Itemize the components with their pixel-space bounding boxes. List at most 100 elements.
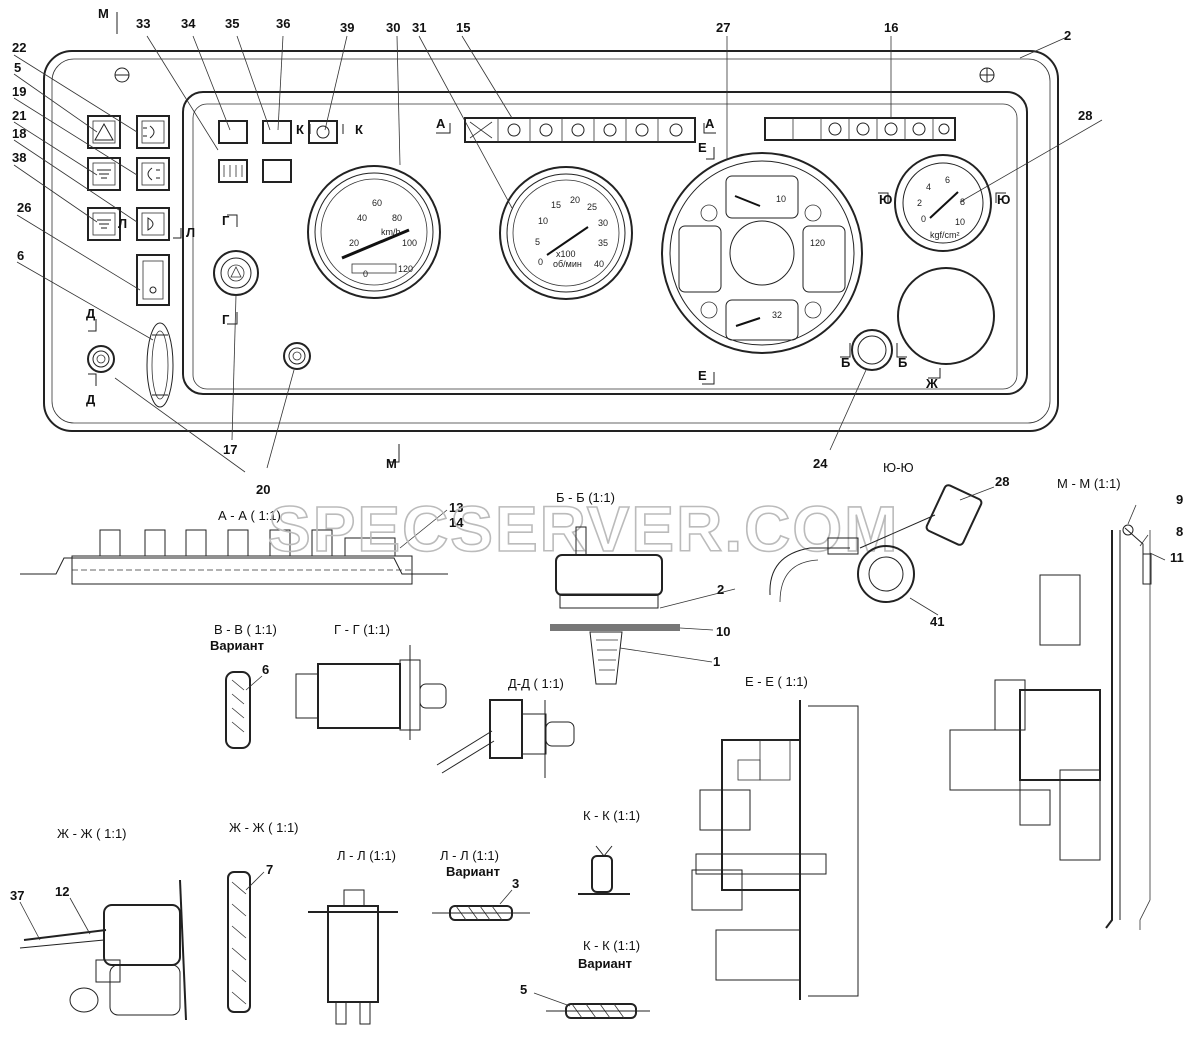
callout-number: 1 [713, 654, 720, 669]
callout-number: 18 [12, 126, 26, 141]
callout-number: 5 [14, 60, 21, 75]
section-letter: Д [86, 392, 96, 407]
ring-knob-24 [851, 329, 893, 371]
speedometer-tick: 80 [392, 213, 402, 223]
hazard-switch [87, 115, 121, 149]
tachometer-tick: 10 [538, 216, 548, 226]
gauge-cluster-value: 120 [810, 238, 825, 248]
section-title: М - М (1:1) [1057, 476, 1121, 491]
section-kk-2: К - К (1:1) Вариант 5 [520, 938, 650, 1019]
section-title: А - А ( 1:1) [218, 508, 281, 523]
section-dd: Д-Д ( 1:1) [436, 676, 575, 778]
tachometer-tick: 5 [535, 237, 540, 247]
section-vv: В - В ( 1:1) Вариант 6 [210, 622, 277, 749]
callout-number: 5 [520, 982, 527, 997]
fog-light-switch [136, 115, 170, 149]
section-bb: Б - Б (1:1) 2 10 1 [550, 490, 736, 685]
tachometer-tick: 15 [551, 200, 561, 210]
callout-number: 12 [55, 884, 69, 899]
section-letter: А [436, 116, 446, 131]
callout-number: 2 [717, 582, 724, 597]
mounting-screw-left [114, 67, 130, 83]
section-letter: Ю [879, 192, 892, 207]
section-letter: Б [898, 355, 907, 370]
section-markers [88, 12, 1006, 463]
callout-number: 37 [10, 888, 24, 903]
section-ee: Е - Е ( 1:1) [691, 674, 859, 1000]
callout-number: 35 [225, 16, 239, 31]
section-title: Д-Д ( 1:1) [508, 676, 564, 691]
beacon-switch [87, 207, 121, 241]
tachometer-unit: x100 [556, 249, 576, 259]
section-letter: Д [86, 306, 96, 321]
section-aa: А - А ( 1:1) 13 14 [20, 500, 464, 585]
callout-number: 11 [1170, 550, 1184, 565]
section-title: Б - Б (1:1) [556, 490, 615, 505]
section-gg: Г - Г (1:1) [295, 622, 447, 740]
callout-number: 28 [1078, 108, 1092, 123]
tachometer-tick: 40 [594, 259, 604, 269]
section-letter: Л [118, 216, 127, 231]
callout-number: 27 [716, 20, 730, 35]
section-letter: К [296, 122, 304, 137]
speedometer-unit: km/h [381, 227, 401, 237]
tachometer-tick: 35 [598, 238, 608, 248]
pressure-tick: 10 [955, 217, 965, 227]
speedometer-tick: 60 [372, 198, 382, 208]
tachometer-unit: об/мин [553, 259, 582, 269]
callout-number: 9 [1176, 492, 1183, 507]
blank-gauge-plug [897, 267, 995, 365]
callout-number: 34 [181, 16, 196, 31]
section-ll-2: Л - Л (1:1) Вариант 3 [432, 848, 530, 921]
callout-number: 15 [456, 20, 470, 35]
gauge-cluster-value: 10 [776, 194, 786, 204]
callout-number: 26 [17, 200, 31, 215]
pressure-tick: 6 [945, 175, 950, 185]
tachometer-tick: 0 [538, 257, 543, 267]
rear-fog-switch [136, 157, 170, 191]
knob-center [283, 342, 311, 370]
warning-lamp-round [213, 250, 259, 296]
tachometer-tick: 30 [598, 218, 608, 228]
speedometer-tick: 20 [349, 238, 359, 248]
callout-number: 41 [930, 614, 944, 629]
speedometer-tick: 120 [398, 264, 413, 274]
mounting-screw-right [979, 67, 995, 83]
pressure-tick: 4 [926, 182, 931, 192]
callout-number: 39 [340, 20, 354, 35]
watermark: SPECSERVER.COM [268, 493, 899, 565]
work-light-switch [87, 157, 121, 191]
section-title: Л - Л (1:1) [337, 848, 396, 863]
section-letter: Ю [997, 192, 1010, 207]
warning-lamp-strip-15 [464, 117, 696, 143]
pressure-tick: 8 [960, 197, 965, 207]
section-title: Ж - Ж ( 1:1) [229, 820, 299, 835]
left-switch-block [87, 115, 170, 306]
callout-number: 8 [1176, 524, 1183, 539]
section-subtitle: Вариант [578, 956, 632, 971]
callout-number: 28 [995, 474, 1009, 489]
callout-number: 7 [266, 862, 273, 877]
callout-number: 33 [136, 16, 150, 31]
speedometer-tick: 40 [357, 213, 367, 223]
ignition-switch [146, 322, 174, 408]
speedometer-tick: 0 [363, 269, 368, 279]
section-title: Е - Е ( 1:1) [745, 674, 808, 689]
callout-number: 14 [449, 515, 464, 530]
callout-number: 24 [813, 456, 828, 471]
callout-labels: М 33 34 35 36 39 30 31 15 27 16 2 22 5 1… [12, 6, 1092, 497]
section-title: К - К (1:1) [583, 808, 640, 823]
upper-indicator-lamps [218, 120, 338, 183]
section-mm: М - М (1:1) 9 8 11 [949, 476, 1184, 930]
cab-light-switch [136, 254, 170, 306]
callout-number: 38 [12, 150, 26, 165]
callout-number: 31 [412, 20, 426, 35]
callout-number: 6 [262, 662, 269, 677]
section-title: Г - Г (1:1) [334, 622, 390, 637]
headlight-switch [136, 207, 170, 241]
section-title: В - В ( 1:1) [214, 622, 277, 637]
section-subtitle: Вариант [446, 864, 500, 879]
callout-number: 20 [256, 482, 270, 497]
tachometer-tick: 20 [570, 195, 580, 205]
